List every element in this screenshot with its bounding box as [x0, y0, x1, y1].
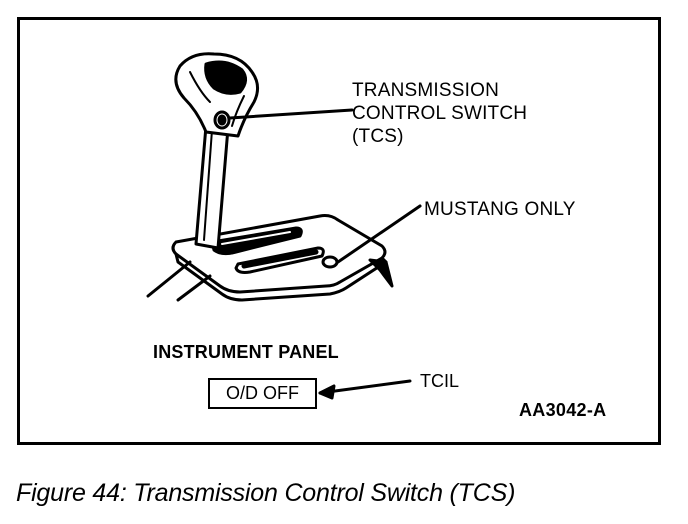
tcs-callout-line-1: TRANSMISSION: [352, 80, 500, 101]
mustang-switch-hole: [321, 255, 339, 269]
instrument-panel-heading: INSTRUMENT PANEL: [153, 342, 339, 362]
shift-slot-inner: [221, 231, 291, 245]
shift-lever: [194, 124, 230, 250]
tcs-callout: TRANSMISSION CONTROL SWITCH (TCS): [352, 79, 527, 148]
figure-code: AA3042-A: [519, 400, 607, 420]
od-off-indicator: O/D OFF: [208, 378, 317, 409]
tcs-callout-line-2: CONTROL SWITCH: [352, 103, 528, 124]
tcil-leader: [318, 379, 412, 395]
tcs-leader: [228, 108, 354, 120]
tcs-callout-line-3: (TCS): [352, 126, 404, 147]
tcil-label: TCIL: [420, 371, 460, 391]
mustang-callout: MUSTANG ONLY: [424, 199, 576, 220]
figure-caption: Figure 44: Transmission Control Switch (…: [16, 479, 516, 507]
figure-frame: [17, 17, 661, 445]
mustang-leader: [336, 204, 422, 264]
